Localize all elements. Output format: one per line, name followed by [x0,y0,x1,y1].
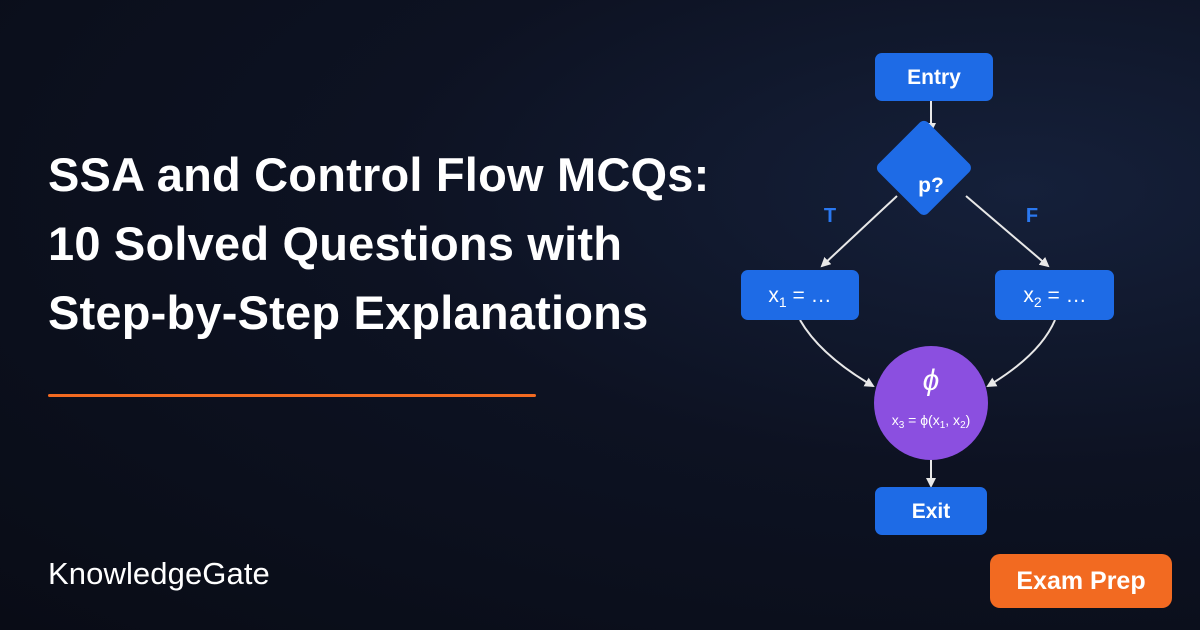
diagram-edges [799,101,1056,488]
left-assign-label: x1 = … [768,284,831,310]
exam-prep-badge: Exam Prep [990,554,1172,608]
brand-logo-text: KnowledgeGate [48,556,270,591]
entry-node: Entry [875,53,993,101]
edge-condition-false [965,195,1050,268]
edge-condition-true [820,195,898,268]
title-line-3: Step-by-Step Explanations [48,286,649,339]
phi-expression: x3 = ϕ(x1, x2) [892,412,971,431]
true-branch-label: T [824,205,836,227]
condition-node: p? [876,120,971,215]
phi-symbol: ϕ [923,364,940,397]
entry-label: Entry [907,66,961,89]
phi-node: ϕ x3 = ϕ(x1, x2) [874,346,988,460]
false-branch-label: F [1026,205,1038,227]
condition-label: p? [918,174,944,197]
edge-left-to-phi [799,319,875,388]
page-title: SSA and Control Flow MCQs: 10 Solved Que… [48,140,808,347]
exit-node: Exit [875,487,987,535]
title-line-1: SSA and Control Flow MCQs: [48,148,710,201]
exit-label: Exit [912,500,951,523]
right-assign-node: x2 = … [995,270,1114,320]
accent-divider [48,394,536,397]
edge-right-to-phi [986,319,1056,388]
title-line-2: 10 Solved Questions with [48,217,623,270]
left-assign-node: x1 = … [741,270,859,320]
right-assign-label: x2 = … [1023,284,1086,310]
